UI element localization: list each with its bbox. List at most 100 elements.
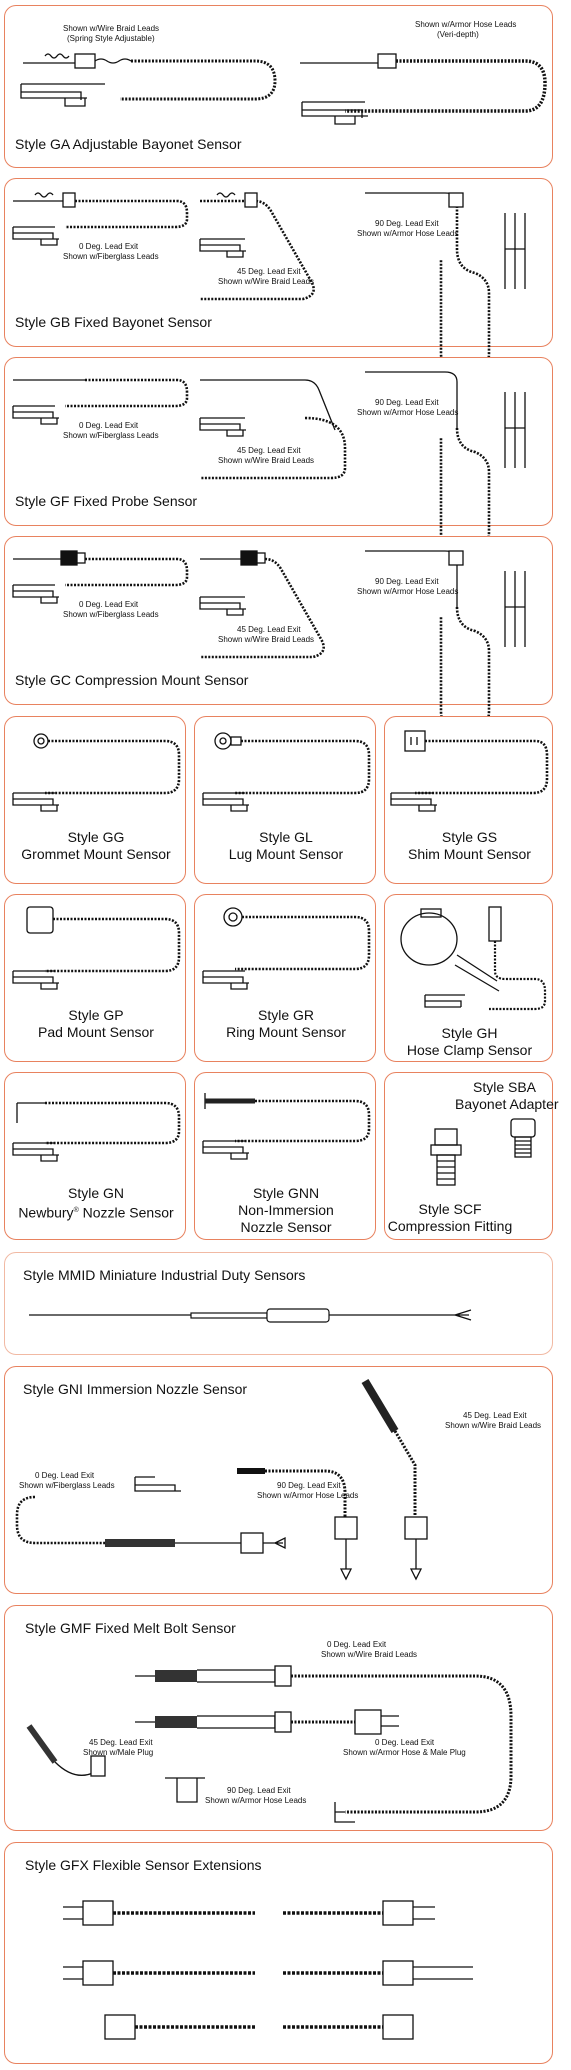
sba-scf-drawing [430, 1118, 536, 1186]
gb-c0b: Shown w/Fiberglass Leads [63, 252, 159, 261]
gp-drawing [12, 906, 181, 990]
panel-gf: 0 Deg. Lead Exit Shown w/Fiberglass Lead… [4, 357, 553, 554]
gc-drawing [12, 550, 526, 733]
mmid-title: Style MMID Miniature Industrial Duty Sen… [23, 1267, 306, 1283]
ga-caption-1a: Shown w/Wire Braid Leads [63, 24, 160, 33]
gnn-drawing [202, 1093, 371, 1160]
ga-title: Style GA Adjustable Bayonet Sensor [15, 136, 242, 152]
gl-label-1: Style GL [259, 829, 313, 845]
gr-drawing [202, 907, 371, 990]
gmf-c90a: 90 Deg. Lead Exit [227, 1786, 291, 1795]
gn-label-1: Style GN [67, 1185, 124, 1201]
panel-gb: 0 Deg. Lead Exit Shown w/Fiberglass Lead… [4, 178, 553, 375]
gfx-title: Style GFX Flexible Sensor Extensions [25, 1857, 262, 1873]
gs-drawing [390, 730, 549, 812]
gc-c90a: 90 Deg. Lead Exit [375, 577, 439, 586]
scf-label-1: Style SCF [418, 1201, 482, 1217]
panel-gl: Style GL Lug Mount Sensor [194, 716, 376, 884]
gr-label-2: Ring Mount Sensor [226, 1024, 346, 1040]
gc-c45a: 45 Deg. Lead Exit [237, 625, 301, 634]
gf-c0b: Shown w/Fiberglass Leads [63, 431, 159, 440]
gf-c90b: Shown w/Armor Hose Leads [357, 408, 459, 417]
gn-registered-mark: ® [73, 1207, 79, 1214]
scf-label-2: Compression Fitting [387, 1218, 513, 1234]
panel-gnn: Style GNN Non-Immersion Nozzle Sensor [194, 1072, 376, 1240]
gg-label-1: Style GG [67, 829, 125, 845]
panel-mmid: Style MMID Miniature Industrial Duty Sen… [4, 1252, 553, 1355]
gmf-c0a: 0 Deg. Lead Exit [327, 1640, 387, 1649]
gni-drawing [15, 1378, 428, 1581]
panel-gc: 0 Deg. Lead Exit Shown w/Fiberglass Lead… [4, 536, 553, 733]
gmf-c0ha: 0 Deg. Lead Exit [375, 1738, 435, 1747]
gl-drawing [202, 732, 371, 812]
gf-title: Style GF Fixed Probe Sensor [15, 493, 198, 509]
gb-drawing [12, 192, 526, 375]
gc-c0b: Shown w/Fiberglass Leads [63, 610, 159, 619]
panel-ga: Shown w/Wire Braid Leads (Spring Style A… [4, 5, 553, 168]
ga-caption-2b: (Veri-depth) [437, 30, 479, 39]
gh-label-1: Style GH [441, 1025, 498, 1041]
gni-c45a: 45 Deg. Lead Exit [463, 1411, 527, 1420]
gr-label-1: Style GR [257, 1007, 314, 1023]
panel-gp: Style GP Pad Mount Sensor [4, 894, 186, 1062]
gb-c90b: Shown w/Armor Hose Leads [357, 229, 459, 238]
gmf-c45a: 45 Deg. Lead Exit [89, 1738, 153, 1747]
gni-c0b: Shown w/Fiberglass Leads [19, 1481, 115, 1490]
gp-label-2: Pad Mount Sensor [38, 1024, 154, 1040]
mmid-drawing [29, 1308, 472, 1323]
sba-label-2: Bayonet Adapter [455, 1096, 559, 1112]
gf-c0a: 0 Deg. Lead Exit [79, 421, 139, 430]
gb-c90a: 90 Deg. Lead Exit [375, 219, 439, 228]
gh-label-2: Hose Clamp Sensor [406, 1042, 533, 1058]
gg-label-2: Grommet Mount Sensor [21, 846, 171, 862]
gfx-drawing [63, 1900, 473, 2040]
gc-c90b: Shown w/Armor Hose Leads [357, 587, 459, 596]
gb-title: Style GB Fixed Bayonet Sensor [15, 314, 212, 330]
gni-c0a: 0 Deg. Lead Exit [35, 1471, 95, 1480]
gmf-c0hb: Shown w/Armor Hose & Male Plug [343, 1748, 466, 1757]
gb-c0a: 0 Deg. Lead Exit [79, 242, 139, 251]
gmf-c0b: Shown w/Wire Braid Leads [321, 1650, 418, 1659]
gs-label-2: Shim Mount Sensor [408, 846, 531, 862]
gl-label-2: Lug Mount Sensor [228, 846, 344, 862]
gnn-label-2: Non-Immersion [238, 1202, 334, 1218]
gh-drawing [400, 906, 547, 1011]
gf-c45b: Shown w/Wire Braid Leads [218, 456, 315, 465]
panel-gmf: Style GMF Fixed Melt Bolt Sensor 0 Deg. … [4, 1605, 553, 1831]
gb-c45b: Shown w/Wire Braid Leads [218, 277, 315, 286]
gp-label-1: Style GP [68, 1007, 124, 1023]
ga-caption-2a: Shown w/Armor Hose Leads [415, 20, 517, 29]
gni-c90b: Shown w/Armor Hose Leads [257, 1491, 359, 1500]
gn-label-2b: Nozzle Sensor [78, 1204, 174, 1221]
gb-c45a: 45 Deg. Lead Exit [237, 267, 301, 276]
gc-c0a: 0 Deg. Lead Exit [79, 600, 139, 609]
panel-sba-scf: Style SBA Bayonet Adapter Style SCF Comp… [384, 1072, 559, 1240]
panel-gg: Style GG Grommet Mount Sensor [4, 716, 186, 884]
gmf-drawing [26, 1665, 513, 1823]
gs-label-1: Style GS [441, 829, 498, 845]
ga-drawing [20, 53, 547, 125]
gc-c45b: Shown w/Wire Braid Leads [218, 635, 315, 644]
panel-gh: Style GH Hose Clamp Sensor [384, 894, 553, 1062]
gmf-title: Style GMF Fixed Melt Bolt Sensor [25, 1620, 236, 1636]
sba-label-1: Style SBA [472, 1079, 537, 1095]
gc-title: Style GC Compression Mount Sensor [15, 672, 249, 688]
gni-title: Style GNI Immersion Nozzle Sensor [23, 1381, 248, 1397]
gnn-label-3: Nozzle Sensor [240, 1219, 332, 1235]
panel-gfx: Style GFX Flexible Sensor Extensions [4, 1842, 553, 2064]
gf-c90a: 90 Deg. Lead Exit [375, 398, 439, 407]
ga-caption-1b: (Spring Style Adjustable) [67, 34, 155, 43]
gnn-label-1: Style GNN [252, 1185, 320, 1201]
gni-c90a: 90 Deg. Lead Exit [277, 1481, 341, 1490]
gn-label-2a: Newbury [18, 1204, 74, 1221]
panel-gn: Style GN Newbury® Nozzle Sensor [4, 1072, 186, 1240]
panel-gni: Style GNI Immersion Nozzle Sensor 0 Deg.… [4, 1366, 553, 1594]
panel-gr: Style GR Ring Mount Sensor [194, 894, 376, 1062]
gf-c45a: 45 Deg. Lead Exit [237, 446, 301, 455]
gmf-c45b: Shown w/Male Plug [83, 1748, 154, 1757]
panel-gs: Style GS Shim Mount Sensor [384, 716, 553, 884]
gni-c45b: Shown w/Wire Braid Leads [445, 1421, 542, 1430]
gg-drawing [12, 733, 181, 812]
gf-drawing [12, 371, 526, 554]
gn-drawing [12, 1101, 181, 1162]
